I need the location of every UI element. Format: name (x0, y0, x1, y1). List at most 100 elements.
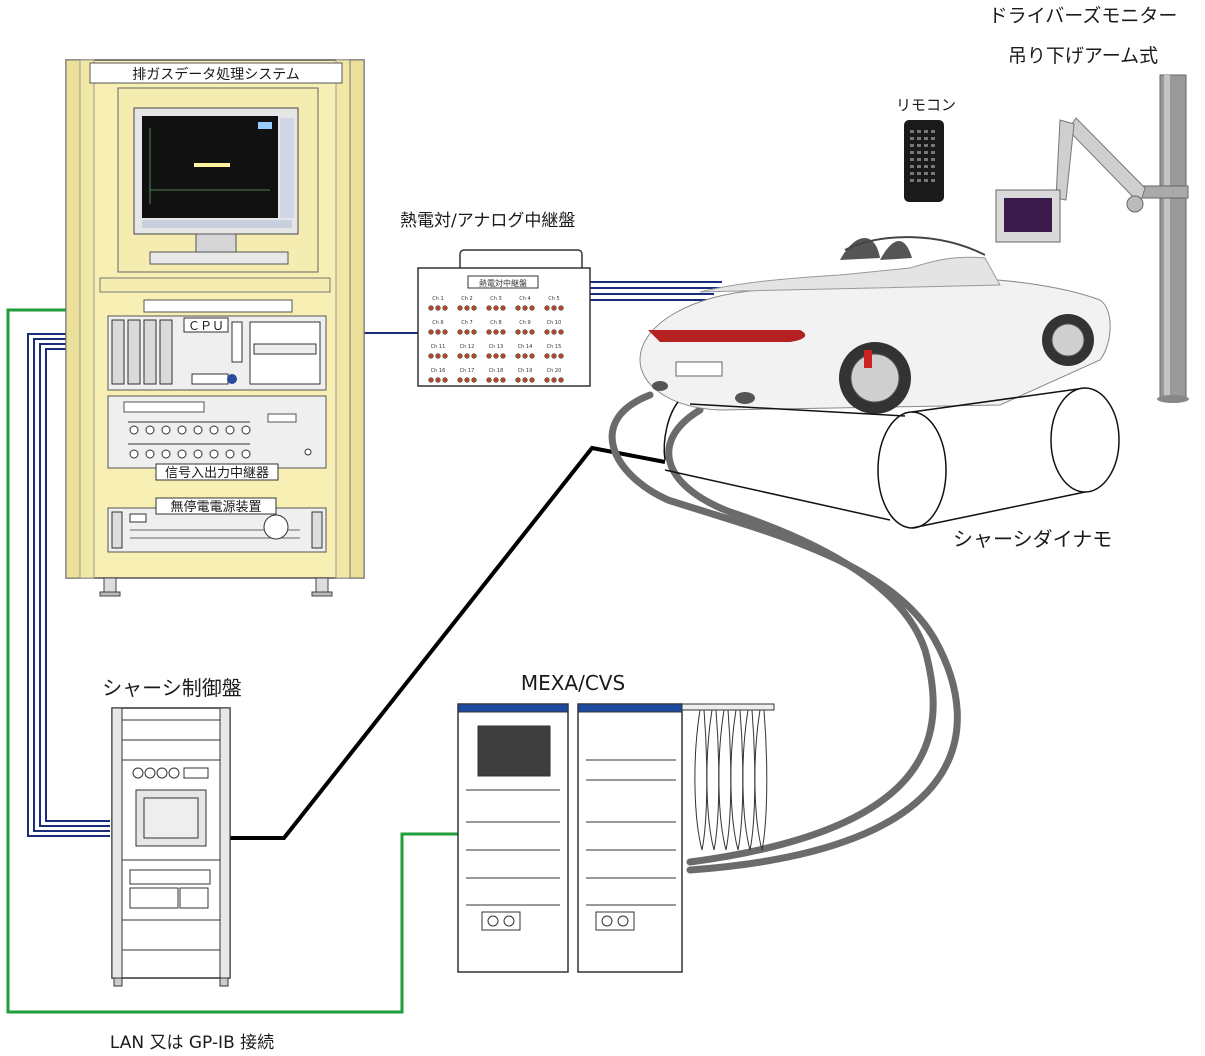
channel-terminal (493, 377, 499, 383)
channel-terminal (493, 305, 499, 311)
channel-label: Ch 7 (461, 320, 472, 326)
channel-terminal (428, 353, 434, 359)
channel-terminal (457, 305, 463, 311)
chassis-dynamometer (663, 387, 1120, 529)
channel-terminal (435, 377, 441, 383)
channel-label: Ch 11 (431, 344, 446, 350)
remote-control (904, 120, 944, 202)
mexa-cvs-rack (457, 703, 775, 973)
relay-connector (209, 425, 219, 435)
channel-terminal (486, 329, 492, 335)
sample-hose-coil (706, 709, 720, 851)
driver-monitor-title-line2: 吊り下げアーム式 (1008, 45, 1158, 67)
channel-terminal (544, 329, 550, 335)
channel-terminal (522, 305, 528, 311)
channel-terminal (544, 353, 550, 359)
sample-hose-coil (694, 709, 708, 851)
channel-terminal (428, 377, 434, 383)
chassis-dyno-label: シャーシダイナモ (953, 527, 1112, 551)
channel-label: Ch 16 (431, 368, 446, 374)
channel-label: Ch 5 (548, 296, 559, 302)
channel-terminal (551, 305, 557, 311)
ups-unit: 無停電電源装置 (107, 497, 327, 553)
exhaust-hose (608, 391, 961, 874)
thermo-panel-title: 熱電対中継盤 (479, 278, 527, 288)
lan-connection-label: LAN 又は GP-IB 接続 (110, 1033, 274, 1053)
channel-terminal (442, 329, 448, 335)
channel-terminal (500, 353, 506, 359)
channel-terminal (500, 329, 506, 335)
channel-terminal (515, 305, 521, 311)
relay-connector (177, 425, 187, 435)
channel-terminal (464, 329, 470, 335)
channel-terminal (558, 329, 564, 335)
mexa-title: MEXA/CVS (521, 671, 625, 695)
channel-terminal (442, 377, 448, 383)
sample-hose-coil (754, 709, 768, 851)
relay-connector (241, 449, 251, 459)
channel-terminal (464, 305, 470, 311)
relay-connectors (129, 425, 251, 459)
channel-label: Ch 10 (547, 320, 562, 326)
channel-terminal (515, 353, 521, 359)
signal-io-relay: 信号入出力中継器 (107, 395, 327, 481)
channel-terminal (471, 377, 477, 383)
relay-connector (225, 425, 235, 435)
sample-hose-coil (718, 709, 732, 851)
relay-connector (129, 425, 139, 435)
car (639, 236, 1111, 414)
relay-connector (209, 449, 219, 459)
remote-label: リモコン (896, 96, 956, 114)
channel-label: Ch 8 (490, 320, 501, 326)
channel-terminal (435, 329, 441, 335)
signal-cable-bundle (27, 281, 722, 837)
channel-terminal (544, 377, 550, 383)
relay-connector (161, 425, 171, 435)
channel-label: Ch 18 (489, 368, 504, 374)
exhaust-data-cabinet: 排ガスデータ処理システム ＣＰＵ (65, 59, 365, 597)
relay-connector (241, 425, 251, 435)
channel-terminal (442, 305, 448, 311)
channel-terminal (529, 353, 535, 359)
thermo-relay-title: 熱電対/アナログ中継盤 (400, 211, 575, 231)
channel-terminal (529, 329, 535, 335)
channel-terminal (486, 377, 492, 383)
channel-terminal (529, 377, 535, 383)
channel-terminal (457, 377, 463, 383)
sample-hose-coil (730, 709, 744, 851)
cpu-label: ＣＰＵ (188, 319, 224, 333)
channel-terminal (486, 353, 492, 359)
channel-terminal (464, 353, 470, 359)
relay-connector (129, 449, 139, 459)
channel-terminal (457, 353, 463, 359)
channel-terminal (493, 353, 499, 359)
channel-terminal (471, 353, 477, 359)
channel-terminal (457, 329, 463, 335)
channel-terminal (522, 353, 528, 359)
relay-connector (145, 449, 155, 459)
channel-label: Ch 1 (432, 296, 443, 302)
channel-label: Ch 20 (547, 368, 562, 374)
lan-connection-line (6, 308, 460, 1014)
channel-terminal (515, 329, 521, 335)
channel-terminal (551, 377, 557, 383)
driver-monitor-title-line1: ドライバーズモニター (989, 5, 1178, 27)
driver-monitor-screen (995, 189, 1061, 243)
channel-terminal (486, 305, 492, 311)
channel-terminal (464, 377, 470, 383)
relay-connector (145, 425, 155, 435)
channel-terminal (471, 329, 477, 335)
relay-connector (225, 449, 235, 459)
relay-connector (177, 449, 187, 459)
channel-label: Ch 19 (518, 368, 533, 374)
channel-label: Ch 12 (460, 344, 475, 350)
channel-terminal (551, 353, 557, 359)
channel-label: Ch 3 (490, 296, 501, 302)
channel-terminal (522, 329, 528, 335)
channel-label: Ch 14 (518, 344, 533, 350)
channel-label: Ch 4 (519, 296, 530, 302)
cpu-unit: ＣＰＵ (107, 315, 327, 391)
channel-terminal (435, 353, 441, 359)
